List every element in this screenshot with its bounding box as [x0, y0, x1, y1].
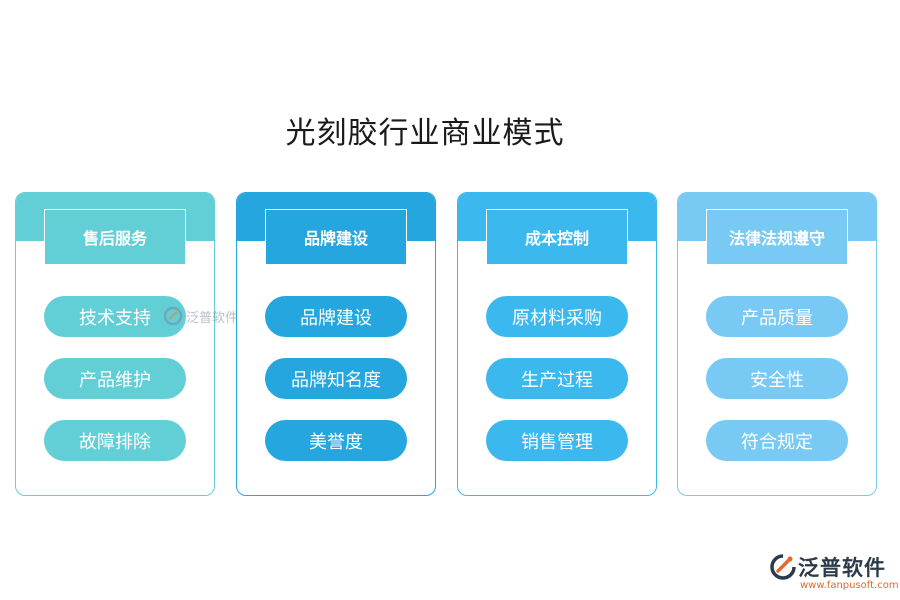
brand-logo-icon [770, 554, 796, 580]
brand-url: www.fanpusoft.com [800, 580, 899, 591]
item-pill: 美誉度 [265, 420, 407, 461]
item-pill: 品牌建设 [265, 296, 407, 337]
item-pill: 销售管理 [486, 420, 628, 461]
item-pill: 安全性 [706, 358, 848, 399]
watermark: 泛普软件 [163, 305, 238, 327]
item-pill: 生产过程 [486, 358, 628, 399]
column-card-cost-control: 成本控制 原材料采购 生产过程 销售管理 [457, 192, 657, 496]
item-pill: 品牌知名度 [265, 358, 407, 399]
brand-name: 泛普软件 [798, 556, 886, 580]
item-pill: 原材料采购 [486, 296, 628, 337]
brand-logo: 泛普软件 www.fanpusoft.com [770, 552, 899, 596]
column-card-compliance: 法律法规遵守 产品质量 安全性 符合规定 [677, 192, 877, 496]
column-header: 成本控制 [486, 209, 628, 265]
watermark-logo-icon [163, 306, 183, 326]
item-pill: 产品质量 [706, 296, 848, 337]
column-header: 法律法规遵守 [706, 209, 848, 265]
column-header: 品牌建设 [265, 209, 407, 265]
column-card-branding: 品牌建设 品牌建设 品牌知名度 美誉度 [236, 192, 436, 496]
column-header: 售后服务 [44, 209, 186, 265]
item-pill: 产品维护 [44, 358, 186, 399]
column-card-after-sales: 售后服务 技术支持 产品维护 故障排除 [15, 192, 215, 496]
item-pill: 故障排除 [44, 420, 186, 461]
item-pill: 技术支持 [44, 296, 186, 337]
diagram-title: 光刻胶行业商业模式 [285, 116, 565, 151]
item-pill: 符合规定 [706, 420, 848, 461]
watermark-text: 泛普软件 [186, 310, 239, 326]
